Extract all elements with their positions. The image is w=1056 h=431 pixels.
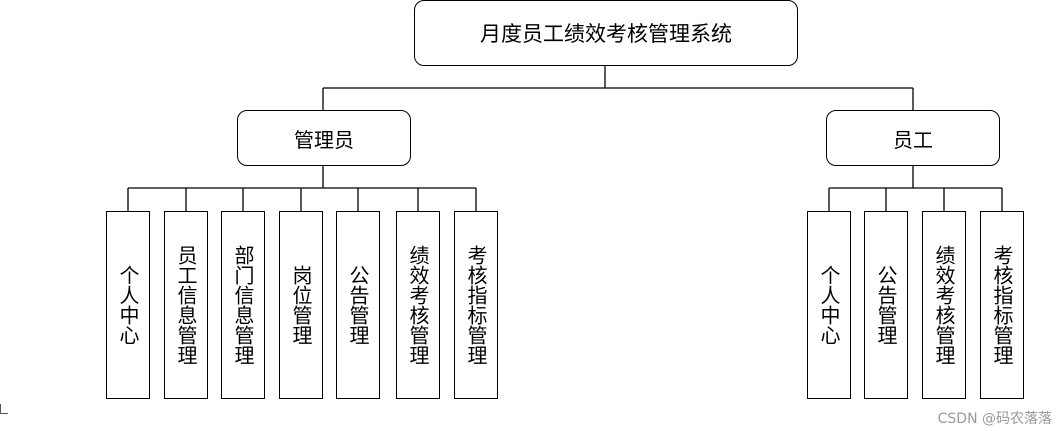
leaf-label: 员工信息管理 <box>174 245 198 365</box>
leaf-label: 公告管理 <box>874 265 898 345</box>
leaf-node: 个人中心 <box>106 211 150 399</box>
branch-node-admin: 管理员 <box>237 110 411 166</box>
leaf-label: 部门信息管理 <box>231 245 255 365</box>
leaf-node: 考核指标管理 <box>454 211 498 399</box>
leaf-node: 公告管理 <box>864 211 908 399</box>
leaf-node: 公告管理 <box>336 211 380 399</box>
leaf-node: 员工信息管理 <box>164 211 208 399</box>
leaf-node: 绩效考核管理 <box>396 211 440 399</box>
root-node: 月度员工绩效考核管理系统 <box>414 0 798 66</box>
leaf-label: 个人中心 <box>817 265 841 345</box>
leaf-node: 考核指标管理 <box>980 211 1024 399</box>
leaf-label: 绩效考核管理 <box>932 245 956 365</box>
leaf-node: 绩效考核管理 <box>922 211 966 399</box>
branch-node-employee: 员工 <box>826 110 1000 166</box>
branch-label-admin: 管理员 <box>294 127 354 152</box>
leaf-label: 绩效考核管理 <box>406 245 430 365</box>
leaf-node: 个人中心 <box>807 211 851 399</box>
root-label: 月度员工绩效考核管理系统 <box>480 22 732 46</box>
leaf-label: 岗位管理 <box>289 265 313 345</box>
leaf-node: 岗位管理 <box>279 211 323 399</box>
leaf-node: 部门信息管理 <box>221 211 265 399</box>
leaf-label: 公告管理 <box>346 265 370 345</box>
leaf-label: 个人中心 <box>116 265 140 345</box>
branch-label-employee: 员工 <box>893 127 933 152</box>
corner-mark <box>0 404 8 414</box>
watermark: CSDN @码农落落 <box>937 411 1052 427</box>
leaf-label: 考核指标管理 <box>990 245 1014 365</box>
leaf-label: 考核指标管理 <box>464 245 488 365</box>
